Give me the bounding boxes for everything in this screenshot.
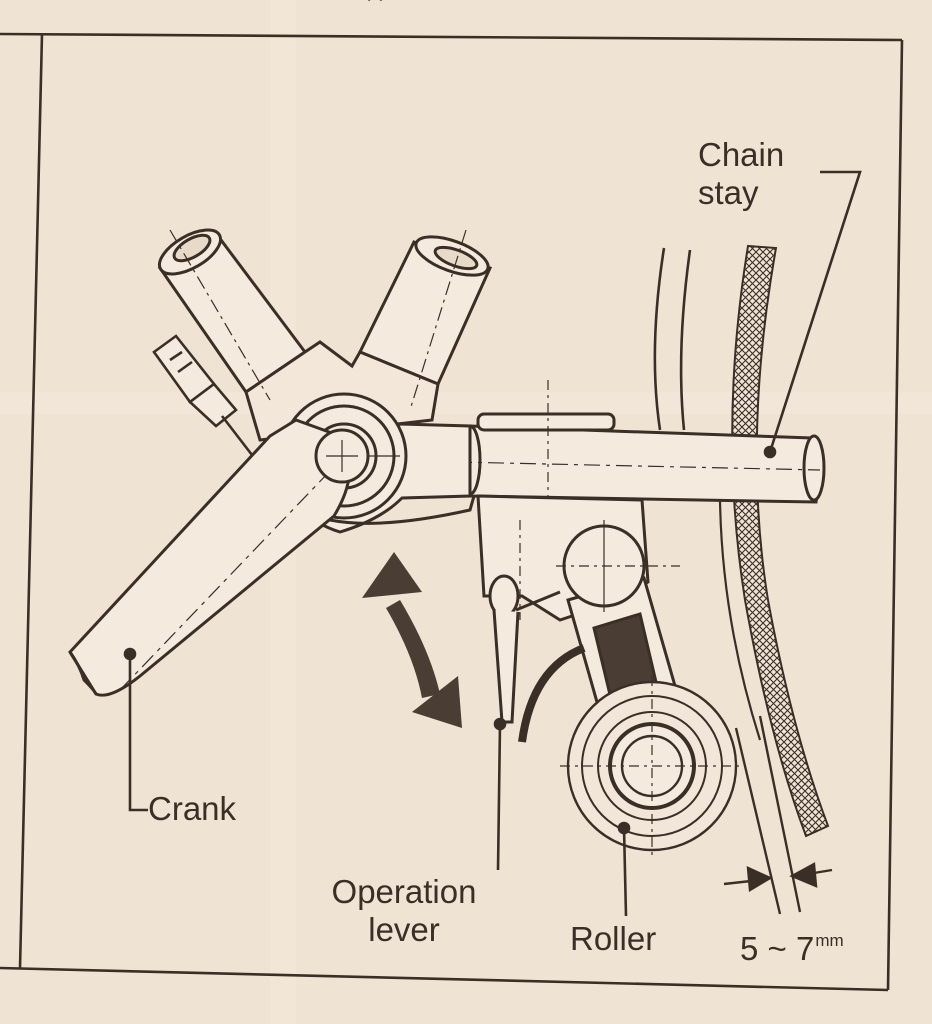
gap-dimension: [723, 715, 833, 915]
crank-arm: [68, 418, 370, 697]
chain-stay-label-line2: stay: [698, 174, 759, 211]
chain-stay-label-line1: Chain: [698, 136, 785, 173]
operation-lever: [488, 574, 561, 724]
cable-guide: [152, 334, 264, 469]
gap-value: 5 ~ 7: [740, 930, 815, 967]
crank-label: Crank: [148, 790, 237, 827]
swing-arrow-icon: [362, 552, 462, 728]
gap-label: 5 ~ 7mm: [740, 922, 844, 968]
chain-stay-tube: [455, 380, 826, 520]
roller-label: Roller: [570, 920, 657, 957]
roller-wheel: [560, 676, 744, 860]
operation-lever-label: Operation lever: [306, 873, 502, 949]
frame-tubes: [157, 228, 493, 442]
leader-lines: [123, 170, 862, 917]
gap-unit: mm: [815, 931, 844, 950]
chain-stay-label: Chain stay: [698, 136, 784, 212]
operation-lever-label-line1: Operation: [331, 873, 477, 910]
operation-lever-label-line2: lever: [368, 911, 440, 948]
